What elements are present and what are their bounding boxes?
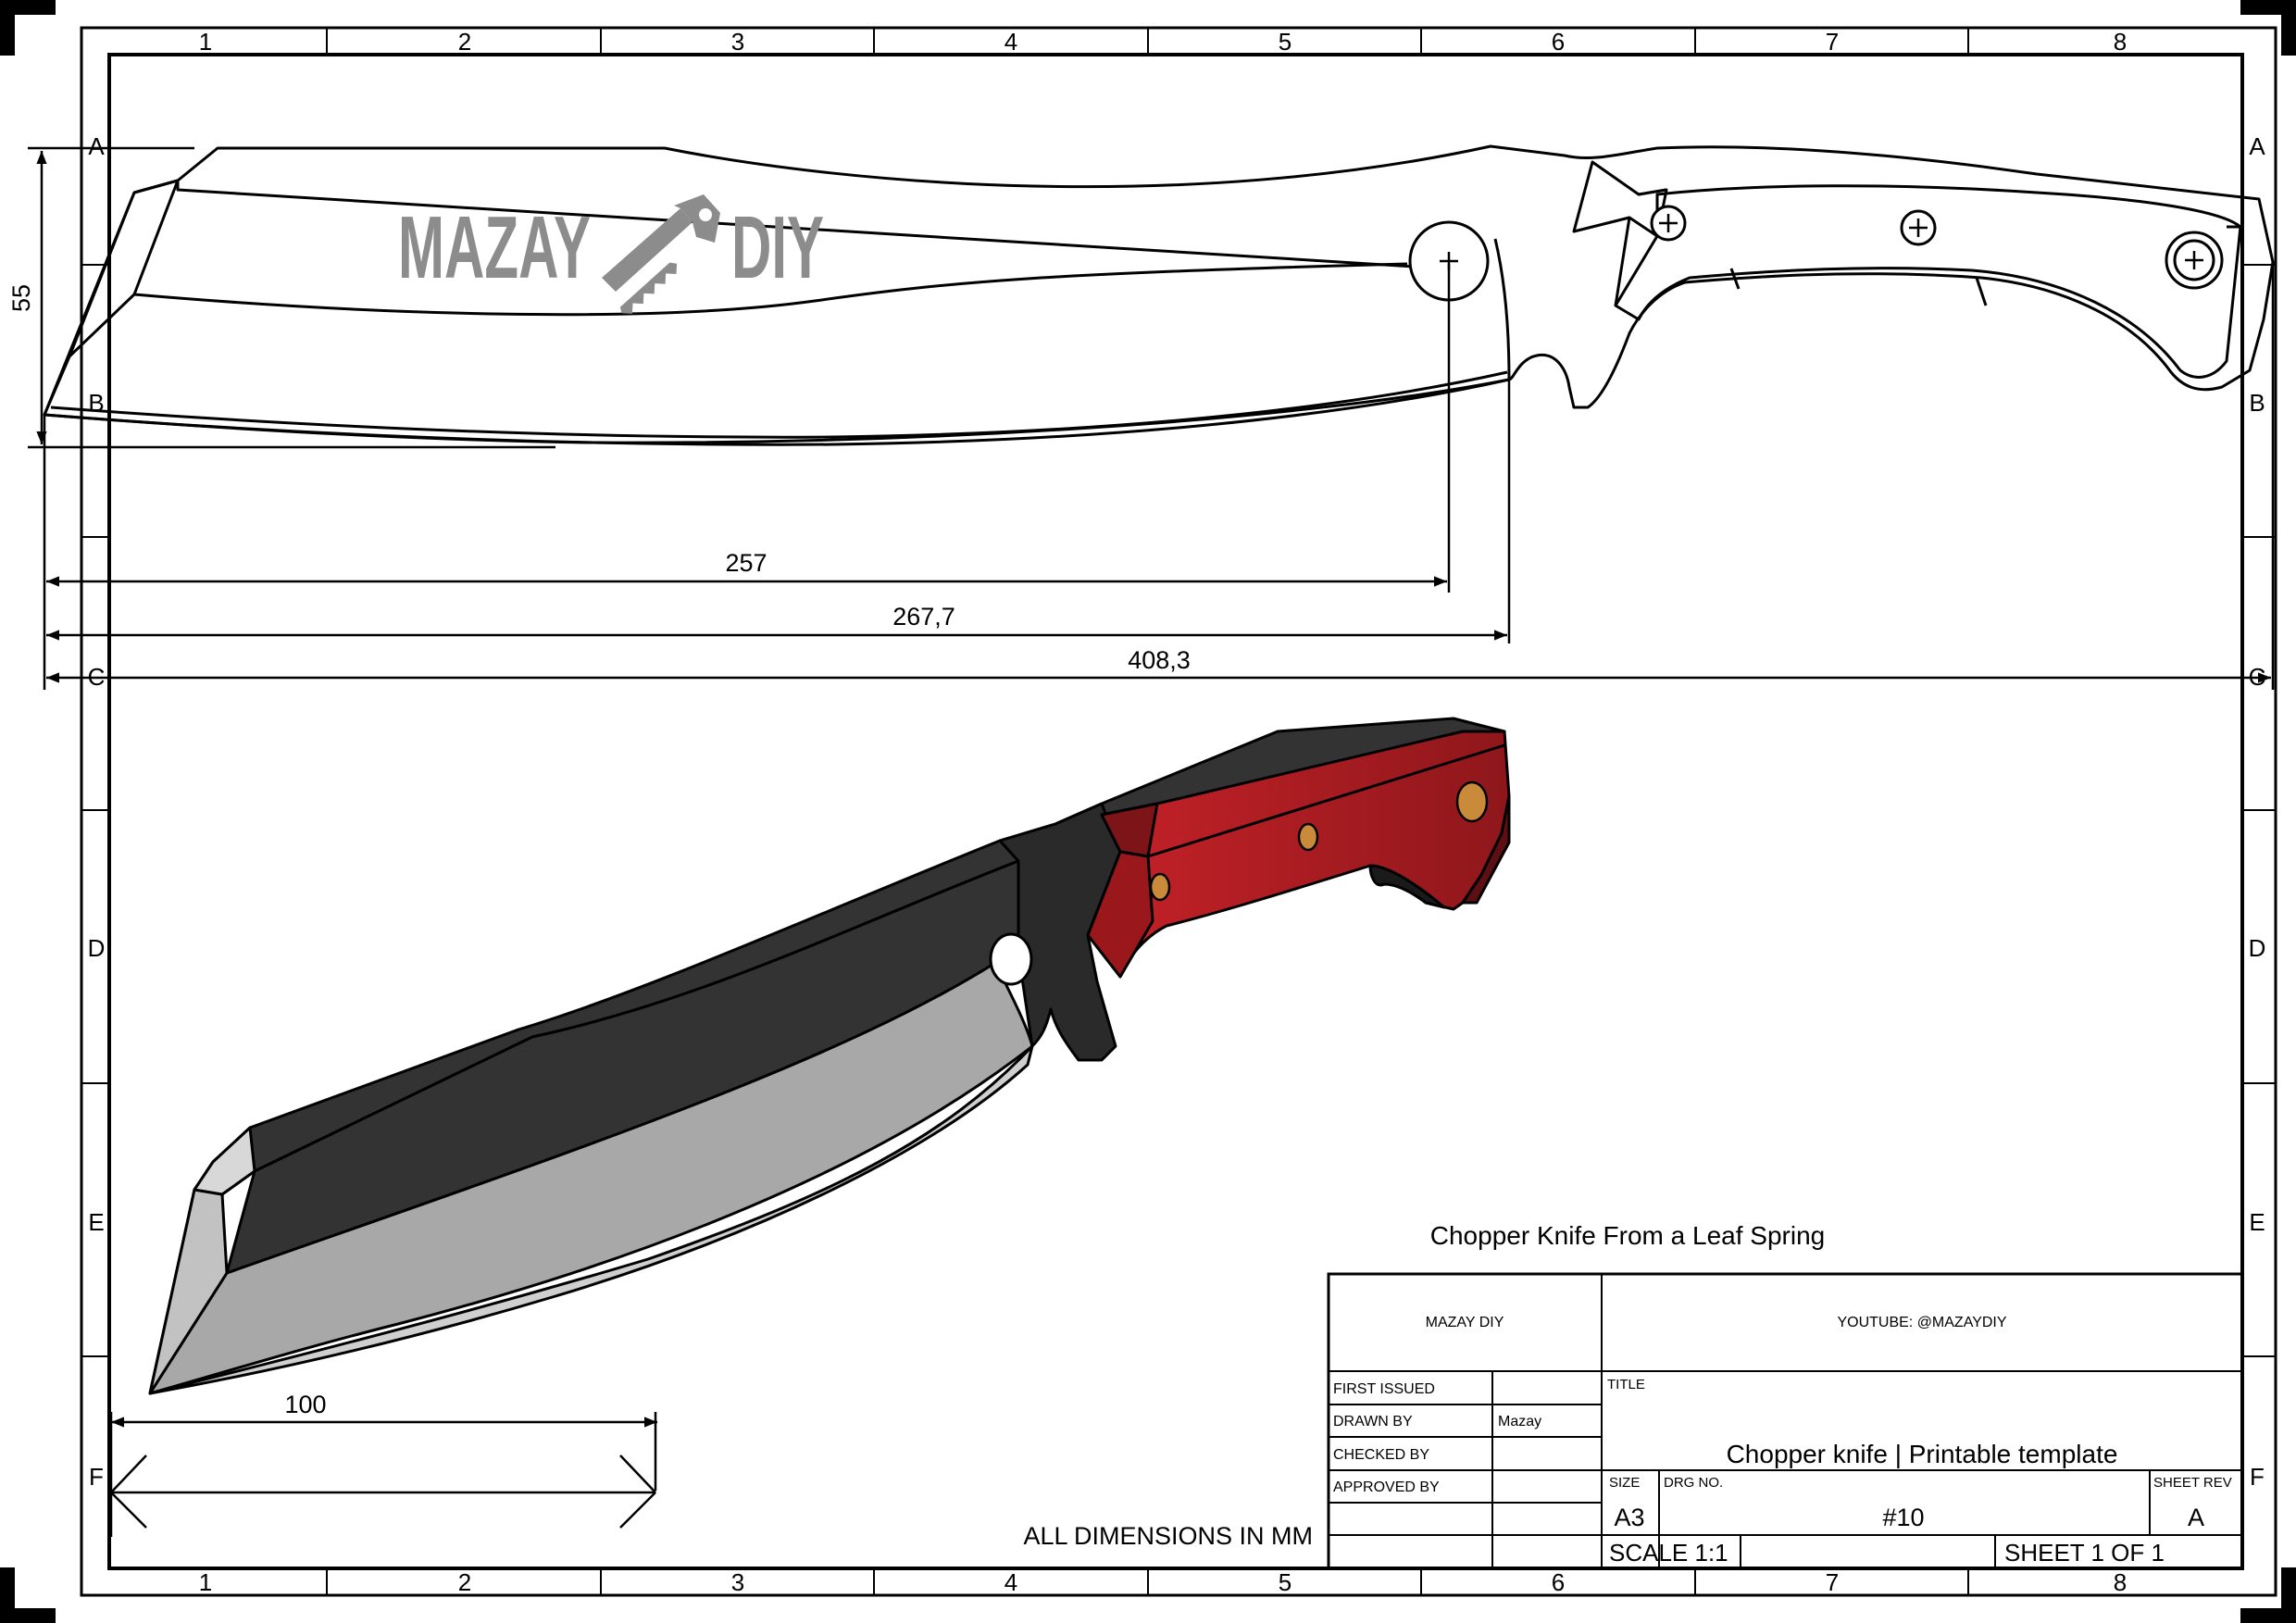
- row-label-right: B: [2249, 389, 2265, 417]
- col-label-top: 7: [1826, 28, 1839, 56]
- handle-pins: [1149, 780, 1489, 902]
- row-label-right: E: [2249, 1208, 2265, 1236]
- lanyard-hole-3d: [989, 932, 1033, 986]
- tb-drg-value: #10: [1882, 1504, 1924, 1531]
- row-label-right: D: [2249, 934, 2266, 962]
- row-label-left: D: [88, 934, 106, 962]
- tb-drawn-by-value: Mazay: [1498, 1414, 1541, 1429]
- dim-height: 55: [7, 284, 35, 312]
- tb-drawn-by-label: DRAWN BY: [1333, 1414, 1413, 1429]
- handle-facet: [1086, 850, 1154, 979]
- mazay-diy-logo: MAZAY DIY: [398, 194, 824, 314]
- tb-youtube: YOUTUBE: @MAZAYDIY: [1837, 1315, 2006, 1330]
- handle-scale-line: [1729, 268, 1741, 290]
- units-note: ALL DIMENSIONS IN MM: [1023, 1522, 1313, 1550]
- handle-facet: [1461, 794, 1511, 905]
- zone-ticks: [81, 28, 2276, 1595]
- tang: [998, 802, 1122, 1062]
- col-label-bottom: 2: [458, 1568, 471, 1596]
- bevel-line: [43, 262, 1408, 416]
- tip-facet: [193, 1126, 256, 1196]
- finger-groove: [1368, 864, 1446, 909]
- tb-drg-label: DRG NO.: [1664, 1475, 1723, 1491]
- edge-bevel: [44, 378, 1510, 446]
- tb-checked-by-label: CHECKED BY: [1333, 1447, 1429, 1463]
- tb-company: MAZAY DIY: [1426, 1315, 1504, 1330]
- tb-first-issued-label: FIRST ISSUED: [1333, 1381, 1435, 1397]
- col-label-top: 5: [1279, 28, 1292, 56]
- tb-approved-by-label: APPROVED BY: [1333, 1479, 1440, 1495]
- col-label-top: 1: [199, 28, 212, 56]
- dimension-values: 55 257 267,7 408,3 100: [7, 284, 1191, 1418]
- tb-title-value: Chopper knife | Printable template: [1727, 1440, 2118, 1468]
- col-label-top: 2: [458, 28, 471, 56]
- bevel-line: [68, 192, 136, 357]
- pin-bronze-large: [1455, 780, 1489, 823]
- knife-3d-render: [148, 717, 1511, 1395]
- knife-profile: [43, 144, 2275, 446]
- tb-scale: SCALE 1:1: [1609, 1539, 1728, 1567]
- logo-text-right: DIY: [731, 198, 824, 297]
- row-label-right: F: [2250, 1463, 2265, 1491]
- col-label-bottom: 3: [731, 1568, 744, 1596]
- col-label-bottom: 7: [1826, 1568, 1839, 1596]
- blade-edge: [148, 1044, 1034, 1395]
- col-label-bottom: 4: [1004, 1568, 1017, 1596]
- drawing-frame: [80, 26, 2277, 1597]
- col-label-top: 6: [1552, 28, 1565, 56]
- tb-title-label: TITLE: [1607, 1377, 1645, 1392]
- tb-size-value: A3: [1614, 1504, 1644, 1531]
- col-label-top: 4: [1004, 28, 1017, 56]
- title-block-text: MAZAY DIY YOUTUBE: @MAZAYDIY FIRST ISSUE…: [1333, 1315, 2232, 1567]
- dim-choil: 267,7: [892, 603, 955, 630]
- blade-bevel-light: [148, 961, 1034, 1395]
- dim-hole-center: 257: [725, 549, 767, 577]
- saw-wrench-icon: [602, 194, 720, 314]
- handle-scale-line: [1975, 277, 1988, 306]
- col-label-top: 3: [731, 28, 744, 56]
- row-label-left: F: [89, 1463, 104, 1491]
- tb-sheet: SHEET 1 OF 1: [2004, 1539, 2165, 1567]
- col-label-bottom: 8: [2114, 1568, 2127, 1596]
- col-label-bottom: 5: [1279, 1568, 1292, 1596]
- crosshair-marks: [1440, 214, 2203, 270]
- blade-outline: [43, 144, 2275, 444]
- ricasso-line: [1493, 238, 1511, 381]
- title-block: [1327, 1272, 2244, 1570]
- drawing-title: Chopper Knife From a Leaf Spring: [1430, 1221, 1825, 1250]
- tb-rev-value: A: [2188, 1504, 2204, 1531]
- bevel-line: [133, 179, 1445, 270]
- row-label-right: A: [2249, 132, 2265, 160]
- tb-size-label: SIZE: [1609, 1475, 1640, 1491]
- logo-text-left: MAZAY: [398, 198, 591, 297]
- bevel-line: [132, 180, 180, 295]
- col-label-bottom: 1: [199, 1568, 212, 1596]
- col-label-bottom: 6: [1552, 1568, 1565, 1596]
- dim-overall: 408,3: [1128, 646, 1191, 674]
- row-label-left: E: [88, 1208, 104, 1236]
- tb-rev-label: SHEET REV: [2153, 1475, 2232, 1491]
- handle-bevel: [1614, 188, 2240, 306]
- pin-bronze: [1149, 872, 1171, 902]
- col-label-top: 8: [2114, 28, 2127, 56]
- edge-bevel: [50, 370, 1508, 439]
- handle-scale: [1614, 184, 2242, 379]
- dimension-lines: [28, 146, 2275, 1537]
- column-labels: 1 2 3 4 5 6 7 8 1 2 3 4 5 6 7 8: [199, 28, 2127, 1596]
- handle-edge: [1147, 743, 1505, 858]
- row-label-left: A: [88, 132, 105, 160]
- profile-holes: [1408, 205, 2224, 302]
- pin-bronze: [1297, 822, 1319, 852]
- dim-scale-bar: 100: [284, 1391, 326, 1418]
